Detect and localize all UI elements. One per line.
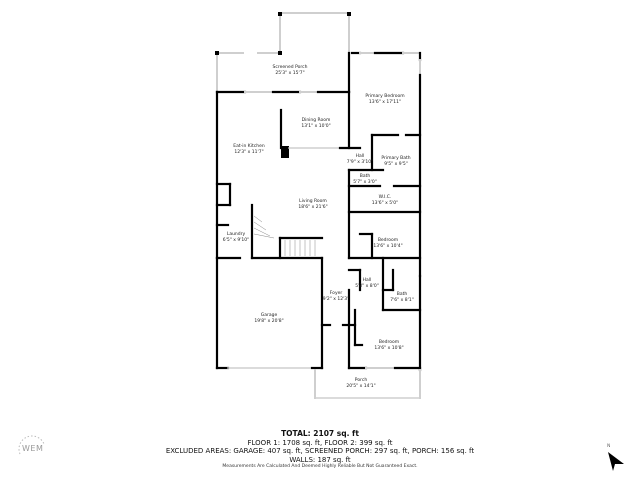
room-name: Primary Bath bbox=[381, 156, 411, 161]
room-name: Screened Porch bbox=[272, 65, 308, 70]
room-dimensions: 25'3" x 15'7" bbox=[275, 70, 305, 76]
room-name: Living Room bbox=[299, 199, 327, 204]
room-dimensions: 20'5" x 14'1" bbox=[346, 383, 376, 389]
floor-areas: FLOOR 1: 1708 sq. ft, FLOOR 2: 399 sq. f… bbox=[247, 438, 393, 447]
room-name: Dining Room bbox=[301, 118, 331, 123]
room-dimensions: 9'5" x 9'5" bbox=[384, 161, 408, 167]
room-dimensions: 5'7" x 3'0" bbox=[353, 179, 377, 185]
room-name: Foyer bbox=[329, 291, 343, 296]
room-dimensions: 5'8" x 8'0" bbox=[355, 283, 379, 289]
room-dimensions: 9'2" x 12'3" bbox=[322, 296, 350, 302]
room-dimensions: 13'6" x 10'8" bbox=[374, 345, 404, 351]
brand-logo-text: WEM bbox=[22, 444, 44, 453]
room-dimensions: 7'9" x 3'10" bbox=[346, 159, 374, 165]
floor-plan bbox=[215, 12, 422, 399]
room-name: Bedroom bbox=[377, 238, 399, 243]
room-dimensions: 18'6" x 21'6" bbox=[298, 204, 328, 210]
north-arrow-icon bbox=[608, 452, 624, 471]
room-name: Porch bbox=[354, 378, 368, 383]
room-name: Primary Bedroom bbox=[365, 94, 405, 99]
room-dimensions: 13'6" x 17'11" bbox=[368, 99, 402, 105]
room-name: Bath bbox=[396, 292, 408, 297]
north-label: N bbox=[607, 444, 611, 449]
room-name: Bath bbox=[359, 174, 371, 179]
room-name: Laundry bbox=[226, 232, 246, 237]
room-dimensions: 12'3" x 11'7" bbox=[234, 149, 264, 155]
brand-logo-icon bbox=[18, 435, 45, 455]
room-name: Eat-in Kitchen bbox=[233, 144, 265, 149]
room-dimensions: 19'8" x 20'8" bbox=[254, 318, 284, 324]
room-name: Garage bbox=[260, 313, 278, 318]
room-dimensions: 13'1" x 10'0" bbox=[301, 123, 331, 129]
excluded-areas: EXCLUDED AREAS: GARAGE: 407 sq. ft, SCRE… bbox=[165, 447, 475, 455]
room-dimensions: 13'6" x 10'4" bbox=[373, 243, 403, 249]
room-dimensions: 7'6" x 8'1" bbox=[390, 297, 414, 303]
room-dimensions: 6'5" x 9'10" bbox=[222, 237, 250, 243]
room-name: Hall bbox=[362, 278, 372, 283]
room-name: Hall bbox=[355, 154, 365, 159]
room-dimensions: 13'6" x 5'0" bbox=[371, 200, 399, 206]
room-label-wic: W.I.C.13'6" x 5'0" bbox=[372, 195, 398, 206]
room-name: Bedroom bbox=[378, 340, 400, 345]
walls-area: WALLS: 187 sq. ft bbox=[289, 455, 351, 464]
disclaimer: Measurements Are Calculated And Deemed H… bbox=[222, 464, 418, 469]
room-name: W.I.C. bbox=[378, 195, 392, 200]
total-area: TOTAL: 2107 sq. ft bbox=[281, 429, 359, 438]
area-summary: TOTAL: 2107 sq. ft FLOOR 1: 1708 sq. ft,… bbox=[0, 429, 640, 464]
